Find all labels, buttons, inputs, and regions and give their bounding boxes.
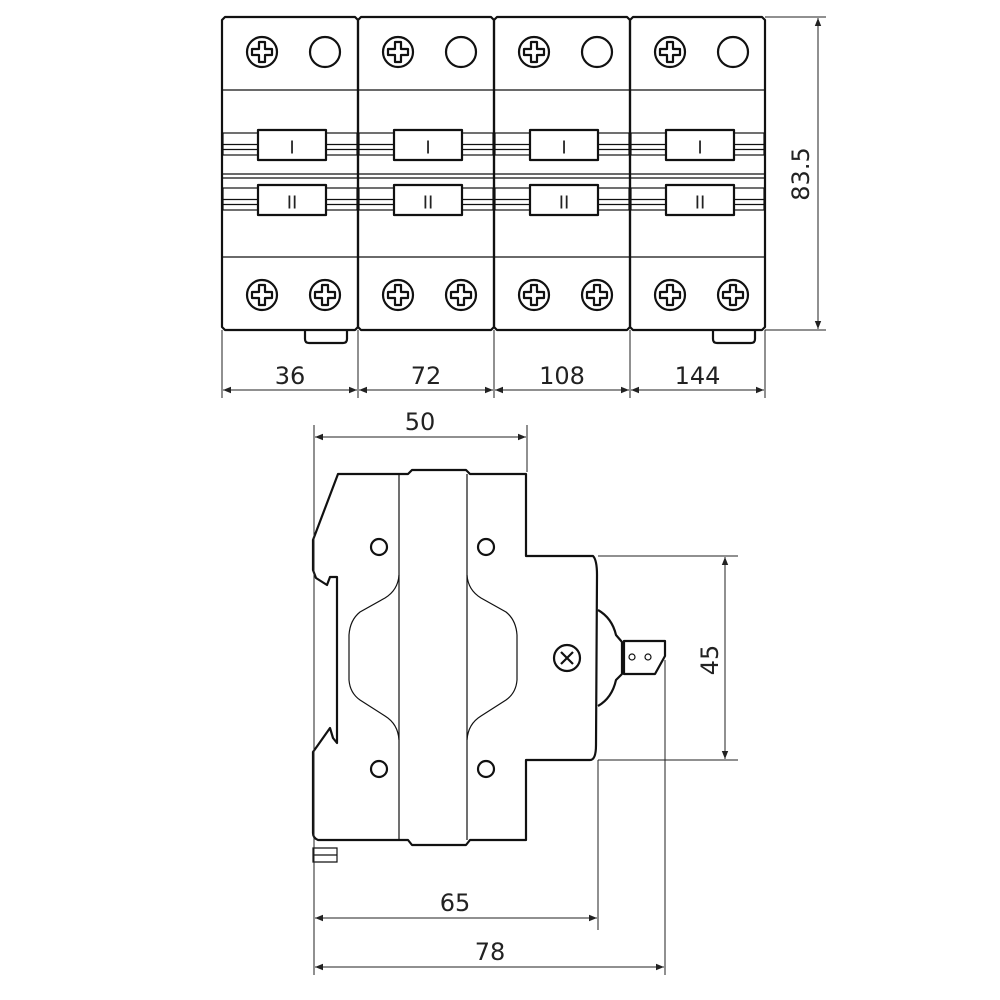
toggle-handle xyxy=(256,183,328,217)
phillips-screw-icon xyxy=(580,278,614,312)
phillips-screw-icon xyxy=(517,35,551,69)
breaker-body-outline xyxy=(311,468,599,847)
width-dimension-label: 108 xyxy=(539,362,585,390)
terminal-hole xyxy=(580,35,614,69)
side-view xyxy=(311,468,667,863)
side-dimensions: 50 45 65 78 xyxy=(313,408,738,975)
phillips-screw-icon xyxy=(444,278,478,312)
phillips-screw-icon xyxy=(716,278,750,312)
breaker-module: III xyxy=(492,15,632,332)
cross-screw-icon xyxy=(552,643,582,673)
phillips-screw-icon xyxy=(517,278,551,312)
front-dimensions: 83.5 36 72 108 144 xyxy=(221,16,826,398)
toggle-handle xyxy=(392,183,464,217)
width-dimension-label: 144 xyxy=(675,362,721,390)
center-recess xyxy=(348,574,518,741)
breaker-module: III xyxy=(220,15,360,345)
depth-to-face-dimension-label: 65 xyxy=(440,889,471,917)
handle-mark: I xyxy=(561,138,566,159)
front-height-dimension-label: 45 xyxy=(696,645,724,676)
width-dimension-label: 36 xyxy=(275,362,306,390)
toggle-lever xyxy=(622,639,667,676)
breaker-module: III xyxy=(628,15,767,345)
handle-mark: II xyxy=(695,193,706,214)
phillips-screw-icon xyxy=(381,35,415,69)
rivet-hole xyxy=(369,537,389,557)
terminal-hole xyxy=(308,35,342,69)
handle-mark: II xyxy=(423,193,434,214)
toggle-handle xyxy=(528,128,600,162)
handle-mark: I xyxy=(289,138,294,159)
toggle-handle xyxy=(664,183,736,217)
handle-mark: II xyxy=(559,193,570,214)
toggle-handle xyxy=(528,183,600,217)
height-dimension-label: 83.5 xyxy=(787,147,815,200)
phillips-screw-icon xyxy=(308,278,342,312)
phillips-screw-icon xyxy=(381,278,415,312)
toggle-handle xyxy=(392,128,464,162)
phillips-screw-icon xyxy=(245,278,279,312)
depth-top-dimension-label: 50 xyxy=(405,408,436,436)
rivet-hole xyxy=(476,537,496,557)
rivet-hole xyxy=(369,759,389,779)
phillips-screw-icon xyxy=(245,35,279,69)
handle-mark: I xyxy=(697,138,702,159)
breaker-module: III xyxy=(356,15,496,332)
terminal-hole xyxy=(444,35,478,69)
toggle-handle xyxy=(256,128,328,162)
width-dimension-label: 72 xyxy=(411,362,442,390)
toggle-handle xyxy=(664,128,736,162)
terminal-hole xyxy=(716,35,750,69)
din-clip xyxy=(711,330,757,345)
phillips-screw-icon xyxy=(653,35,687,69)
dial-knob xyxy=(597,609,624,707)
rivet-hole xyxy=(476,759,496,779)
din-clip xyxy=(303,330,349,345)
overall-depth-dimension-label: 78 xyxy=(475,938,506,966)
handle-mark: II xyxy=(287,193,298,214)
handle-mark: I xyxy=(425,138,430,159)
phillips-screw-icon xyxy=(653,278,687,312)
